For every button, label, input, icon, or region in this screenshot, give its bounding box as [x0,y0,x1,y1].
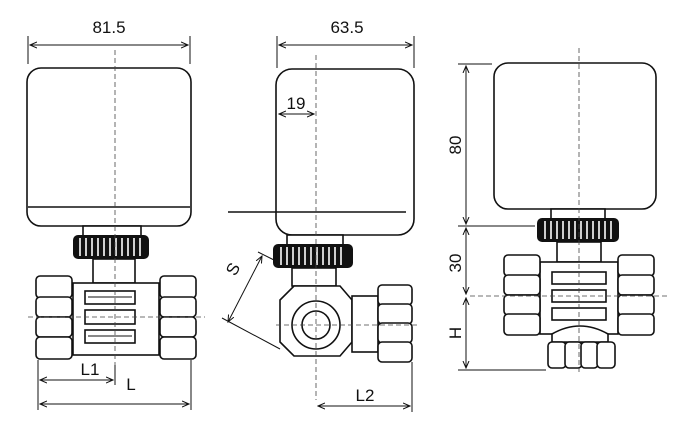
right-right-port [617,254,655,336]
front-view: 81.5 L1 L [26,18,205,410]
right-left-port [503,254,541,336]
front-actuator-housing [26,67,192,227]
front-width-dimension: 81.5 [27,18,191,64]
neck-height-label: 30 [446,254,465,273]
front-left-port [35,275,73,360]
right-neck [550,208,606,220]
front-valve-body [72,282,160,356]
three-way-view: 80 30 H [446,48,668,372]
side-right-port [351,284,413,363]
side-offset-dimension: 19 [279,94,314,114]
right-knurled-knob [537,218,619,242]
l1-dimension: L1 [37,360,116,410]
l1-label: L1 [81,360,100,379]
right-bottom-port [547,325,616,369]
side-neck [286,234,344,246]
right-actuator-housing [493,62,657,210]
side-actuator-housing [275,68,415,236]
front-width-label: 81.5 [92,18,125,37]
l2-label: L2 [356,386,375,405]
l-label: L [126,375,135,394]
side-width-dimension: 63.5 [276,18,415,68]
s-label: S [222,260,244,279]
center-height-dimension: H [446,298,546,371]
l2-dimension: L2 [318,362,413,412]
l-dimension: L [40,360,192,410]
side-offset-label: 19 [287,94,306,113]
side-knurled-knob [273,244,353,268]
side-stem [291,267,337,287]
neck-height-dimension: 30 [446,228,466,294]
actuator-height-label: 80 [446,136,465,155]
center-height-label: H [446,327,465,339]
front-knurled-knob [73,235,149,259]
actuator-height-dimension: 80 [446,63,535,227]
s-dimension: S [221,251,281,350]
front-neck [82,225,142,237]
side-width-label: 63.5 [330,18,363,37]
front-stem [92,258,136,284]
side-view: 63.5 19 S L2 [221,18,418,412]
front-right-port [159,275,197,360]
